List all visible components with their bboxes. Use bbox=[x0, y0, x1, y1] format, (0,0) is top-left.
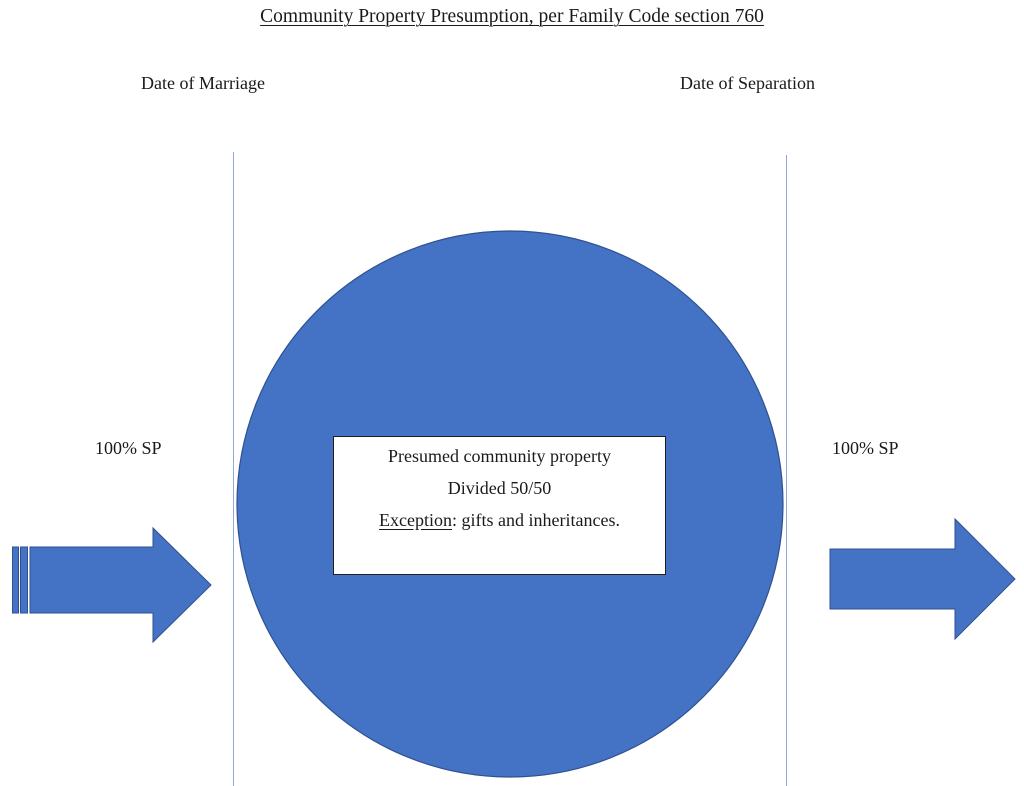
divided-text: Divided 50/50 bbox=[447, 478, 552, 498]
diagram-title: Community Property Presumption, per Fami… bbox=[260, 6, 764, 27]
before-marriage-sp-label: 100% SP bbox=[95, 438, 162, 458]
exception-text: : gifts and inheritances. bbox=[452, 510, 620, 530]
left-arrow-icon bbox=[12, 526, 212, 644]
right-arrow-icon bbox=[829, 517, 1016, 641]
date-of-separation-label: Date of Separation bbox=[680, 73, 815, 93]
community-property-info-box: Presumed community property Divided 50/5… bbox=[333, 436, 666, 575]
after-separation-sp-label: 100% SP bbox=[832, 438, 899, 458]
presumed-community-property-text: Presumed community property bbox=[388, 446, 611, 466]
exception-line: Exception: gifts and inheritances. bbox=[334, 509, 665, 531]
separation-timeline-line bbox=[786, 155, 787, 786]
marriage-timeline-line bbox=[233, 152, 234, 786]
exception-label: Exception bbox=[379, 510, 453, 530]
date-of-marriage-label: Date of Marriage bbox=[141, 73, 265, 93]
